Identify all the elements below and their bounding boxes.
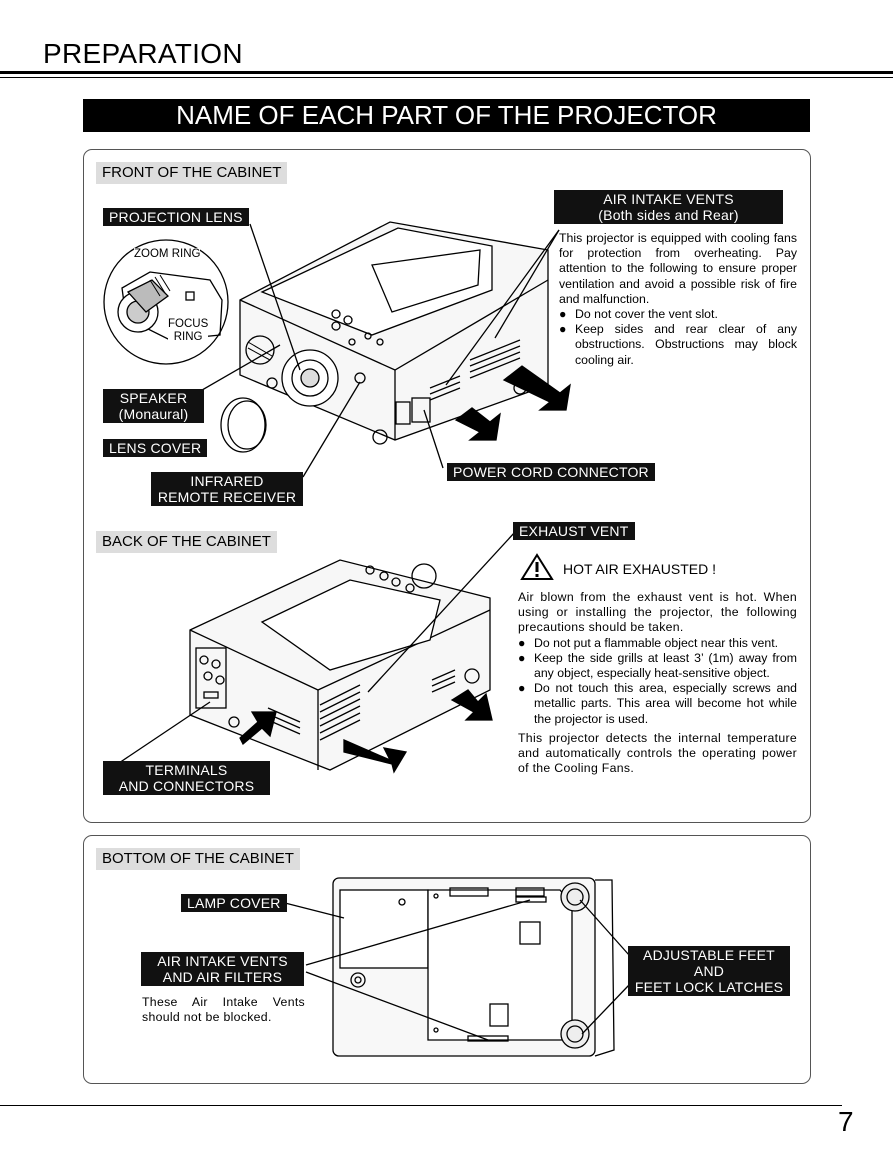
label-lamp-cover: LAMP COVER [181,894,287,912]
detect-note-text: This projector detects the internal temp… [518,730,797,776]
bullet-icon: ● [559,307,567,322]
exhaust-note: Air blown from the exhaust vent is hot. … [518,590,797,776]
warning-row: HOT AIR EXHAUSTED ! [520,553,780,583]
section-title: PREPARATION [43,38,243,69]
label-infrared-receiver: INFRARED REMOTE RECEIVER [151,472,303,506]
footer-rule [0,1105,842,1106]
page-number: 7 [838,1106,854,1137]
back-heading: BACK OF THE CABINET [96,531,277,553]
label-lens-cover: LENS COVER [103,439,208,457]
bullet-icon: ● [518,681,526,696]
label-focus-ring: FOCUS RING [168,318,209,344]
label-terminals-connectors: TERMINALS AND CONNECTORS [103,761,270,795]
intake-bullet-text: Do not cover the vent slot. [575,307,718,322]
exhaust-bullet: ● Do not put a flammable object near thi… [518,636,797,651]
vents-note: These Air Intake Vents should not be blo… [142,995,305,1025]
exhaust-bullet-text: Do not touch this area, especially screw… [534,681,797,726]
intake-note-text: This projector is equipped with cooling … [559,231,797,306]
exhaust-bullet: ● Keep the side grills at least 3’ (1m) … [518,651,797,681]
label-adjustable-feet: ADJUSTABLE FEET AND FEET LOCK LATCHES [628,946,790,996]
warning-triangle-icon [520,553,554,580]
label-speaker: SPEAKER (Monaural) [103,389,204,423]
exhaust-bullet-text: Keep the side grills at least 3’ (1m) aw… [534,650,797,681]
header-rule [0,71,893,74]
front-back-panel [83,149,811,823]
label-air-intake-vents: AIR INTAKE VENTS (Both sides and Rear) [554,190,783,224]
bullet-icon: ● [559,322,567,337]
intake-bullet-text: Keep sides and rear clear of any obstruc… [575,322,797,367]
label-air-intake-filters: AIR INTAKE VENTS AND AIR FILTERS [141,952,304,986]
bullet-icon: ● [518,635,526,650]
label-zoom-ring: ZOOM RING [134,248,201,260]
banner-title: NAME OF EACH PART OF THE PROJECTOR [83,99,810,132]
exhaust-bullet-text: Do not put a flammable object near this … [534,635,779,650]
bottom-panel [83,835,811,1084]
label-exhaust-vent: EXHAUST VENT [513,522,635,540]
exhaust-note-text: Air blown from the exhaust vent is hot. … [518,590,797,635]
bullet-icon: ● [518,650,526,665]
warning-text: HOT AIR EXHAUSTED ! [563,561,716,577]
intake-note: This projector is equipped with cooling … [559,231,797,368]
intake-bullet: ● Do not cover the vent slot. [559,307,797,322]
label-projection-lens: PROJECTION LENS [103,208,249,226]
intake-bullet: ● Keep sides and rear clear of any obstr… [559,322,797,368]
front-heading: FRONT OF THE CABINET [96,162,288,184]
header-rule-thin [0,77,893,78]
bottom-heading: BOTTOM OF THE CABINET [96,848,300,870]
label-power-cord-connector: POWER CORD CONNECTOR [447,463,655,481]
exhaust-bullet: ● Do not touch this area, especially scr… [518,681,797,727]
